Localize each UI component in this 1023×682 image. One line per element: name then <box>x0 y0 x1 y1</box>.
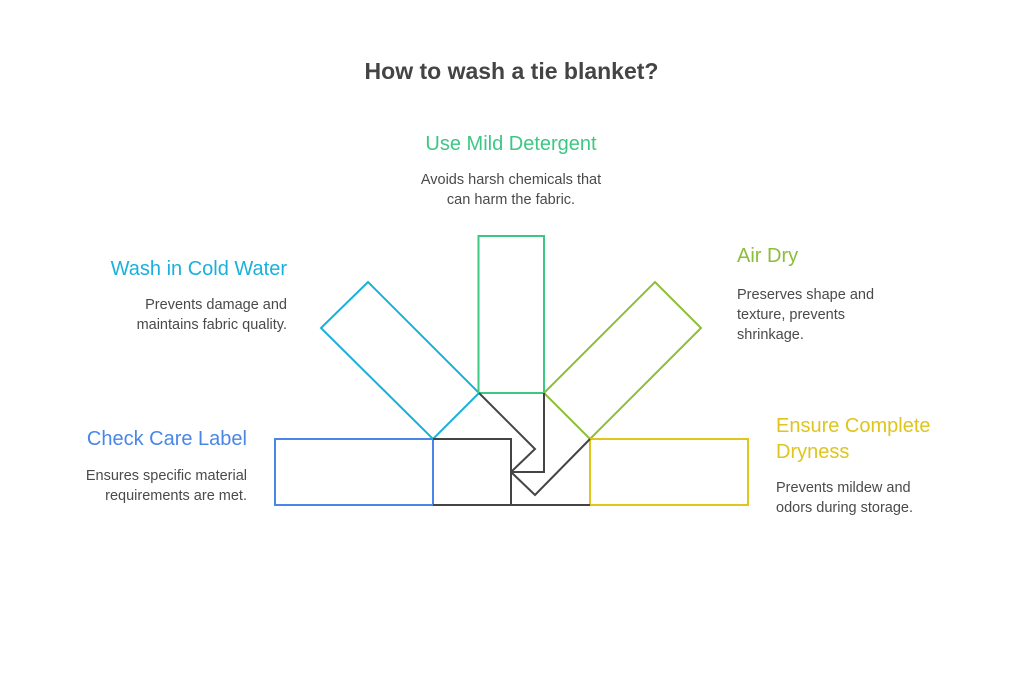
diagram-title: How to wash a tie blanket? <box>364 58 659 84</box>
check-care-label-block <box>274 438 434 506</box>
mild-detergent-desc: Avoids harsh chemicals that can harm the… <box>420 172 602 208</box>
mild-detergent-block <box>477 235 545 394</box>
mild-detergent-heading: Use Mild Detergent <box>425 133 597 155</box>
complete-dryness-heading: Ensure Complete Dryness <box>776 415 931 463</box>
complete-dryness-desc: Prevents mildew and odors during storage… <box>776 480 914 516</box>
wash-cold-water-heading: Wash in Cold Water <box>110 258 287 280</box>
air-dry-block <box>542 280 703 441</box>
air-dry-desc: Preserves shape and texture, prevents sh… <box>737 287 875 343</box>
center-hub <box>433 392 591 506</box>
complete-dryness-block <box>589 438 749 506</box>
check-care-label-heading: Check Care Label <box>86 428 247 450</box>
air-dry-heading: Air Dry <box>737 245 799 267</box>
wash-cold-water-block <box>319 280 481 441</box>
wash-cold-water-desc: Prevents damage and maintains fabric qua… <box>136 297 287 333</box>
check-care-label-desc: Ensures specific material requirements a… <box>85 468 247 504</box>
